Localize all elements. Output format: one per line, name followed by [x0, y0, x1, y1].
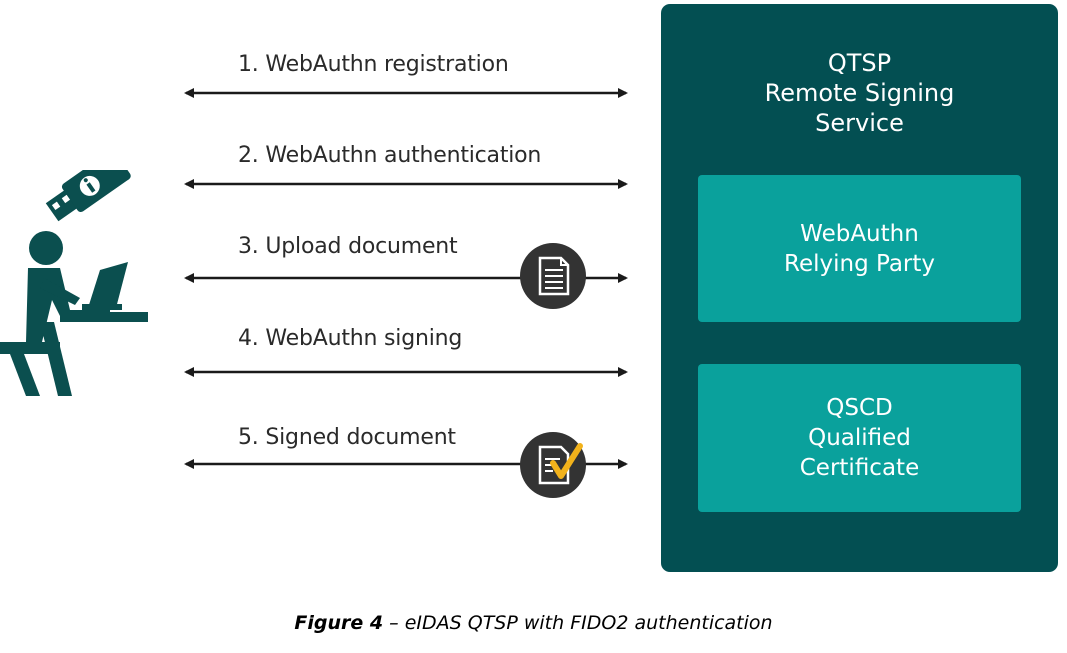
step-1-label: 1. WebAuthn registration: [238, 52, 509, 77]
qtsp-title-line-2: Remote Signing: [764, 79, 955, 107]
user-at-laptop-icon: [0, 170, 148, 396]
relying-party-box: WebAuthn Relying Party: [698, 175, 1021, 322]
step-3-label: 3. Upload document: [238, 234, 458, 259]
qscd-line-3: Certificate: [799, 455, 920, 481]
usb-security-key-icon: [45, 170, 131, 222]
qscd-box: QSCD Qualified Certificate: [698, 364, 1021, 512]
figure-caption: Figure 4 – eIDAS QTSP with FIDO2 authent…: [0, 612, 1067, 634]
document-icon: [520, 243, 586, 309]
qscd-line-1: QSCD: [826, 395, 893, 421]
qtsp-title-line-1: QTSP: [827, 49, 892, 77]
caption-figure-number: Figure 4: [294, 612, 384, 634]
step-4-label: 4. WebAuthn signing: [238, 326, 463, 351]
caption-text: – eIDAS QTSP with FIDO2 authentication: [383, 612, 773, 634]
relying-party-line-1: WebAuthn: [800, 220, 919, 247]
qtsp-title: QTSP Remote Signing Service: [661, 48, 1058, 138]
qtsp-panel: QTSP Remote Signing Service WebAuthn Rel…: [661, 4, 1058, 572]
arrows-layer: [184, 88, 628, 498]
step-2-label: 2. WebAuthn authentication: [238, 143, 542, 168]
relying-party-line-2: Relying Party: [784, 250, 935, 277]
signed-document-check-icon: [520, 432, 586, 498]
step-5-label: 5. Signed document: [238, 425, 456, 450]
qtsp-title-line-3: Service: [815, 109, 904, 137]
qscd-line-2: Qualified: [808, 425, 911, 451]
